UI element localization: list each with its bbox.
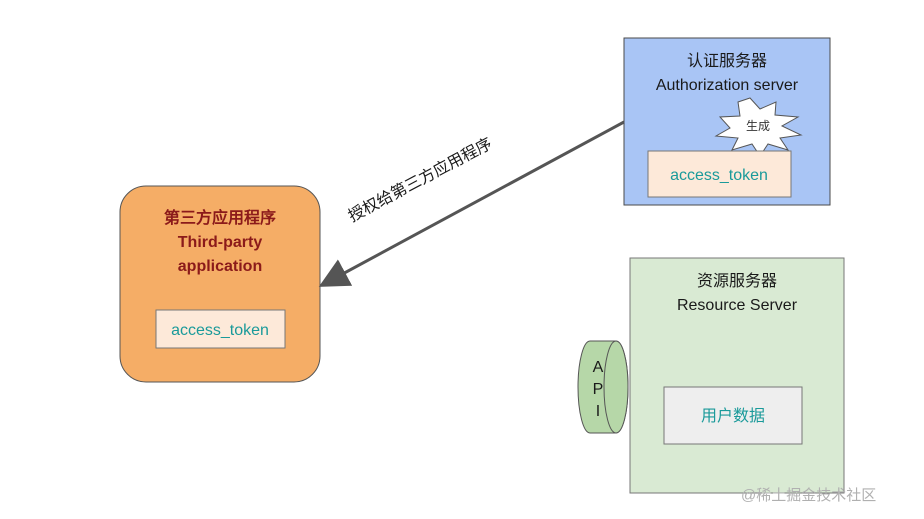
api-letter-a: A	[593, 359, 604, 376]
generate-burst-shape	[714, 97, 803, 157]
third-party-app-title-en-line2: application	[178, 258, 262, 275]
authorization-edge: 授权给第三方应用程序	[318, 120, 625, 287]
api-letter-i: I	[596, 403, 600, 420]
authorization-arrow	[318, 120, 625, 287]
authorization-server-title-en: Authorization server	[656, 77, 799, 94]
third-party-app-title-en-line1: Third-party	[178, 234, 263, 251]
api-cylinder: A P I	[577, 340, 629, 434]
user-data-box	[663, 386, 803, 445]
watermark: @稀土掘金技术社区	[741, 487, 876, 504]
resource-server-node: 资源服务器 Resource Server A P I 用户数据	[577, 257, 845, 494]
third-party-app-node: 第三方应用程序 Third-party application access_t…	[119, 185, 321, 383]
third-party-app-title-cn: 第三方应用程序	[164, 208, 276, 227]
api-letter-p: P	[593, 381, 604, 398]
app-access-token-box	[155, 309, 286, 349]
authorization-edge-label: 授权给第三方应用程序	[345, 134, 495, 226]
user-data-label: 用户数据	[701, 407, 765, 425]
app-access-token-label: access_token	[171, 322, 269, 339]
generate-burst-label: 生成	[746, 119, 770, 133]
authorization-server-title-cn: 认证服务器	[687, 52, 767, 70]
resource-server-box	[629, 257, 845, 494]
authorization-server-node: 认证服务器 Authorization server 生成 access_tok…	[623, 37, 831, 206]
auth-access-token-label: access_token	[670, 167, 768, 184]
api-cylinder-cap	[603, 340, 629, 434]
resource-server-title-cn: 资源服务器	[697, 272, 777, 290]
resource-server-title-en: Resource Server	[677, 297, 798, 314]
auth-access-token-box	[647, 150, 792, 198]
